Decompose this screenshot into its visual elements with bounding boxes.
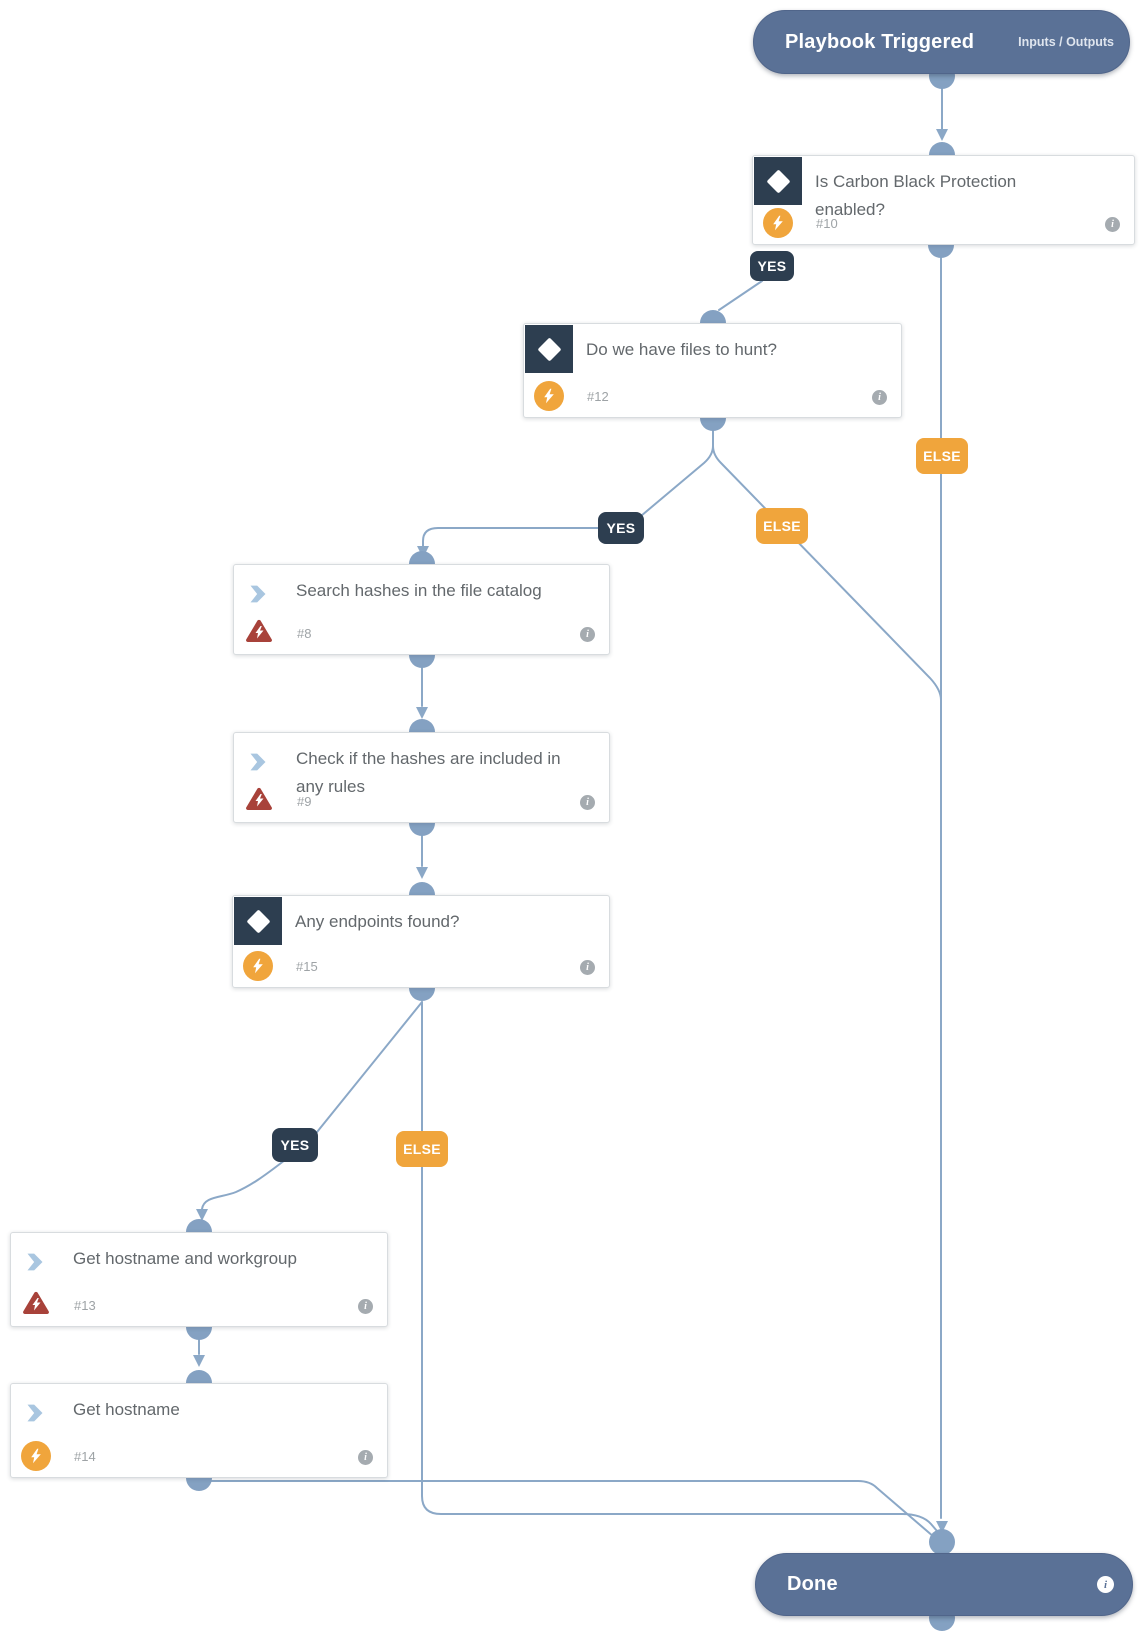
branch-badge-yes: YES	[598, 512, 644, 544]
decision-node-15[interactable]: Any endpoints found? #15 i	[232, 895, 610, 988]
action-node-14[interactable]: Get hostname #14 i	[10, 1383, 388, 1478]
node-title: Any endpoints found?	[295, 912, 460, 931]
node-title: Search hashes in the file catalog	[296, 581, 542, 600]
info-icon[interactable]: i	[1105, 217, 1120, 232]
warning-triangle-icon	[22, 1290, 50, 1320]
branch-badge-yes: YES	[272, 1128, 318, 1162]
lightning-icon	[21, 1441, 51, 1471]
action-node-8[interactable]: Search hashes in the file catalog #8 i	[233, 564, 610, 655]
diamond-decision-icon	[754, 157, 802, 205]
node-title: Do we have files to hunt?	[586, 340, 777, 359]
chevron-action-icon	[248, 752, 268, 777]
info-icon[interactable]: i	[358, 1299, 373, 1314]
branch-badge-yes: YES	[750, 251, 794, 281]
node-id: #8	[297, 626, 312, 641]
inputs-outputs-link[interactable]: Inputs / Outputs	[1018, 35, 1114, 49]
chevron-action-icon	[248, 584, 268, 609]
start-node-playbook-triggered[interactable]: Playbook Triggered Inputs / Outputs	[753, 10, 1130, 74]
lightning-icon	[243, 951, 273, 981]
lightning-icon	[534, 381, 564, 411]
node-title: Is Carbon Black Protection enabled?	[815, 172, 1017, 219]
info-icon[interactable]: i	[1097, 1576, 1114, 1593]
node-title: Get hostname	[73, 1400, 180, 1419]
end-node-done[interactable]: Done i	[755, 1553, 1133, 1616]
diamond-decision-icon	[234, 897, 282, 945]
warning-triangle-icon	[245, 618, 273, 648]
end-node-title: Done	[787, 1573, 838, 1595]
start-node-title: Playbook Triggered	[785, 30, 975, 53]
action-node-9[interactable]: Check if the hashes are included in any …	[233, 732, 610, 823]
action-node-13[interactable]: Get hostname and workgroup #13 i	[10, 1232, 388, 1327]
node-id: #14	[74, 1449, 96, 1464]
info-icon[interactable]: i	[358, 1450, 373, 1465]
node-title: Get hostname and workgroup	[73, 1249, 297, 1268]
lightning-icon	[763, 208, 793, 238]
info-icon[interactable]: i	[872, 390, 887, 405]
info-icon[interactable]: i	[580, 795, 595, 810]
branch-badge-else: ELSE	[756, 508, 808, 544]
decision-node-12[interactable]: Do we have files to hunt? #12 i	[523, 323, 902, 418]
decision-node-10[interactable]: Is Carbon Black Protection enabled? #10 …	[752, 155, 1135, 245]
node-id: #10	[816, 216, 838, 231]
node-id: #9	[297, 794, 312, 809]
chevron-action-icon	[25, 1252, 45, 1277]
diamond-decision-icon	[525, 325, 573, 373]
warning-triangle-icon	[245, 786, 273, 816]
info-icon[interactable]: i	[580, 627, 595, 642]
branch-badge-else: ELSE	[916, 438, 968, 474]
node-id: #13	[74, 1298, 96, 1313]
node-title: Check if the hashes are included in any …	[296, 749, 561, 796]
info-icon[interactable]: i	[580, 960, 595, 975]
node-id: #12	[587, 389, 609, 404]
node-id: #15	[296, 959, 318, 974]
branch-badge-else: ELSE	[396, 1131, 448, 1167]
chevron-action-icon	[25, 1403, 45, 1428]
